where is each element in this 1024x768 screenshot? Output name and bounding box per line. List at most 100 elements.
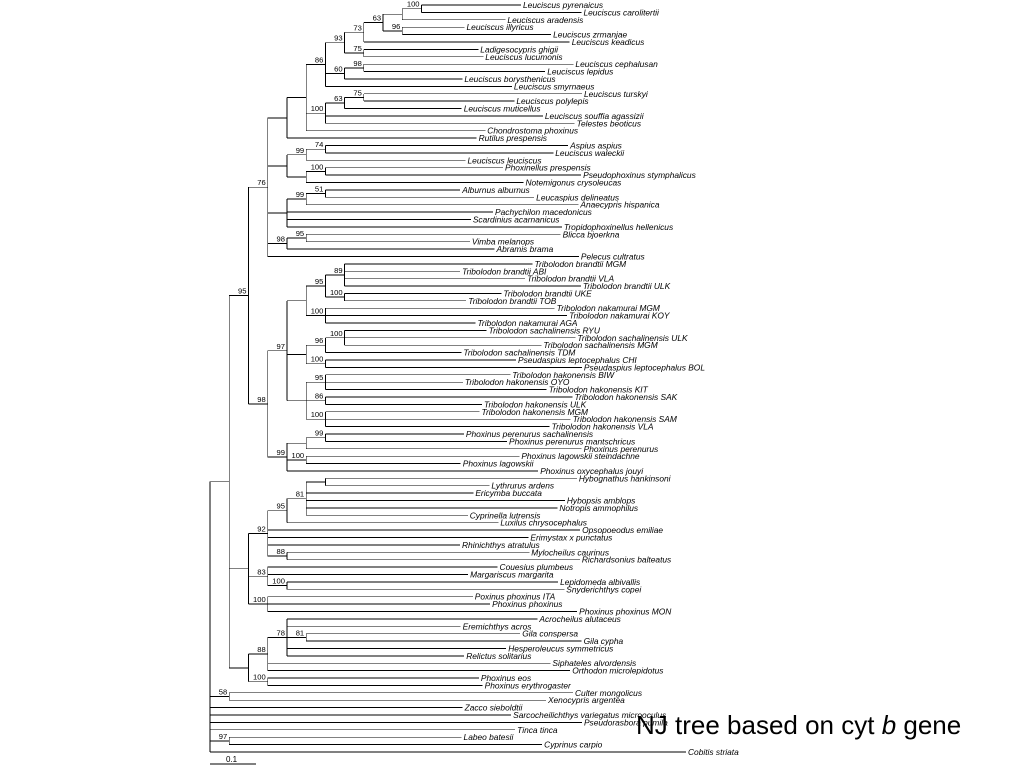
taxon-label: Aspius aspius	[569, 141, 622, 151]
taxon-label: Culter mongolicus	[575, 688, 643, 698]
taxon-label: Tribolodon hakonensis ULK	[484, 399, 587, 409]
taxon-label: Phoxinus perenurus	[584, 444, 659, 454]
taxon-label: Leuciscus lepidus	[547, 67, 614, 77]
taxon-label: Leuciscus smyrnaeus	[514, 81, 595, 91]
taxon-label: Tribolodon brandtii UKE	[503, 288, 592, 298]
bootstrap-value: 81	[296, 628, 304, 637]
bootstrap-value: 100	[330, 329, 343, 338]
taxon-label: Tribolodon sachalinensis ULK	[577, 333, 688, 343]
taxon-label: Hesperoleucus symmetricus	[508, 643, 614, 653]
taxon-label: Leuciscus carolitertii	[583, 7, 660, 17]
bootstrap-value: 98	[353, 59, 361, 68]
taxon-label: Phoxinus phoxinus	[492, 599, 563, 609]
taxon-label: Leuciscus turskyi	[584, 89, 649, 99]
bootstrap-value: 96	[392, 22, 400, 31]
taxon-label: Leucaspius delineatus	[536, 192, 620, 202]
bootstrap-value: 100	[253, 673, 266, 682]
taxon-label: Tinca tinca	[517, 725, 558, 735]
bootstrap-value: 99	[315, 429, 323, 438]
taxon-label: Tribolodon nakamurai MGM	[557, 303, 660, 313]
tree-branches	[209, 4, 686, 753]
caption-text-italic: b	[881, 710, 897, 740]
taxon-label: Mylocheilus caurinus	[531, 547, 610, 557]
taxon-label: Tribolodon hakonensis SAM	[573, 414, 677, 424]
taxon-label: Rhinichthys atratulus	[462, 540, 541, 550]
taxon-label: Tribolodon sachalinensis RYU	[489, 325, 601, 335]
taxon-label: Tribolodon sachalinensis MGM	[543, 340, 657, 350]
taxon-label: Phoxinus eos	[481, 673, 532, 683]
taxon-label: Leuciscus lucumonis	[485, 52, 563, 62]
bootstrap-value: 93	[334, 34, 342, 43]
taxon-label: Blicca bjoerkna	[563, 229, 620, 239]
bootstrap-value: 86	[315, 56, 323, 65]
taxon-label: Notropis ammophilus	[559, 503, 638, 513]
bootstrap-value: 74	[315, 140, 323, 149]
taxon-label: Couesius plumbeus	[500, 562, 574, 572]
taxon-label: Gila conspersa	[522, 629, 578, 639]
taxon-label: Scardinius acarnanicus	[473, 214, 560, 224]
taxon-label: Phoxinus erythrogaster	[485, 680, 572, 690]
taxon-label: Cobitis striata	[688, 747, 739, 757]
bootstrap-value: 78	[276, 628, 284, 637]
taxon-label: Ericymba buccata	[475, 488, 542, 498]
taxon-label: Phoxinus lagowskii steindachne	[521, 451, 640, 461]
taxon-label: Xenocypris argentea	[547, 695, 625, 705]
taxon-label: Eremichthys acros	[463, 621, 533, 631]
bootstrap-value: 96	[315, 336, 323, 345]
taxon-label: Leuciscus cephalusan	[575, 59, 658, 69]
bootstrap-value: 63	[373, 14, 381, 23]
bootstrap-value: 86	[315, 392, 323, 401]
taxon-label: Hybognathus hankinsoni	[579, 473, 672, 483]
bootstrap-value: 100	[311, 104, 324, 113]
bootstrap-value: 99	[296, 190, 304, 199]
taxon-label: Chondrostoma phoxinus	[487, 126, 579, 136]
taxon-label: Tribolodon hakonensis VLA	[552, 422, 654, 432]
taxon-label: Leuciscus polylepis	[516, 96, 589, 106]
taxon-label: Leuciscus souffia agassizii	[545, 111, 645, 121]
bootstrap-value: 95	[238, 287, 246, 296]
bootstrap-value: 51	[315, 185, 323, 194]
bootstrap-value: 99	[296, 146, 304, 155]
bootstrap-value: 100	[311, 162, 324, 171]
bootstrap-value: 81	[296, 490, 304, 499]
bootstrap-value: 75	[353, 44, 361, 53]
taxon-label: Phoxinellus prespensis	[505, 163, 591, 173]
taxon-label: Zacco sieboldtii	[464, 703, 524, 713]
bootstrap-value: 98	[257, 395, 265, 404]
figure-caption: NJ tree based on cyt b gene	[636, 710, 961, 741]
bootstrap-value: 100	[291, 451, 304, 460]
taxon-label: Siphateles alvordensis	[552, 658, 637, 668]
taxon-label: Phoxinus phoxinus MON	[579, 606, 672, 616]
bootstrap-value: 97	[276, 342, 284, 351]
taxon-label: Phoxinus lagowskii	[463, 459, 535, 469]
taxon-label: Luxilus chrysocephalus	[500, 518, 587, 528]
taxon-label: Erimystax x punctatus	[530, 533, 613, 543]
taxon-label: Lepidomeda albivallis	[560, 577, 641, 587]
taxon-label: Tribolodon brandtii TOB	[468, 296, 557, 306]
taxon-label: Tribolodon sachalinensis TDM	[463, 348, 575, 358]
bootstrap-value: 98	[276, 235, 284, 244]
taxon-label: Phoxinus perenurus sachalinensis	[466, 429, 594, 439]
taxon-label: Ladigesocypris ghigii	[480, 44, 559, 54]
taxon-label: Orthodon microlepidotus	[572, 666, 664, 676]
taxon-label: Tribolodon nakamurai AGA	[477, 318, 577, 328]
taxon-label: Leuciscus leuciscus	[468, 155, 543, 165]
taxon-label: Abramis brama	[496, 244, 554, 254]
taxon-label: Tribolodon brandtii ABI	[462, 266, 547, 276]
taxon-label: Leuciscus keadicus	[572, 37, 645, 47]
taxon-label: Relictus solitarius	[466, 651, 532, 661]
bootstrap-value: 89	[334, 266, 342, 275]
taxon-label: Lythrurus ardens	[491, 481, 555, 491]
bootstrap-value: 58	[219, 688, 227, 697]
caption-text-after: gene	[896, 710, 962, 740]
taxon-label: Cyprinella lutrensis	[470, 510, 542, 520]
taxon-label: Sarcocheilichthys variegatus microoculus	[513, 710, 667, 720]
taxon-label: Pseudorasbora pumila	[584, 717, 668, 727]
bootstrap-value: 100	[272, 577, 285, 586]
taxon-label: Pseudophoxinus stymphalicus	[583, 170, 696, 180]
taxon-label: Tribolodon hakonensis BIW	[512, 370, 615, 380]
bootstrap-value: 100	[311, 355, 324, 364]
taxon-label: Tropidophoxinellus hellenicus	[564, 222, 674, 232]
bootstrap-value: 99	[276, 448, 284, 457]
